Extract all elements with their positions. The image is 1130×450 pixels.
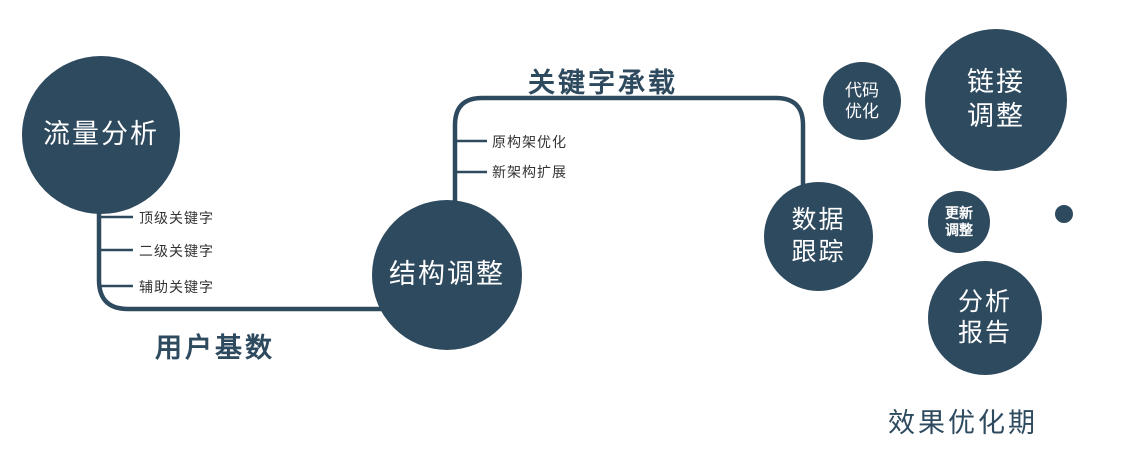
node-code-optimization-label: 代码 优化	[845, 80, 879, 121]
node-code-optimization: 代码 优化	[823, 62, 901, 140]
edge-label-user-base: 用户基数	[155, 333, 275, 363]
connector-user-base-path	[96, 180, 430, 312]
node-analysis-report: 分析 报告	[928, 261, 1042, 375]
tick-label-auxiliary-keywords: 辅助关键字	[139, 279, 214, 295]
node-data-tracking: 数据 跟踪	[764, 182, 873, 291]
node-structure-adjustment-label: 结构调整	[389, 259, 505, 290]
connector-keyword-carry-path	[452, 95, 806, 215]
node-link-adjustment: 链接 调整	[925, 29, 1067, 171]
node-analysis-report-label: 分析 报告	[957, 287, 1012, 347]
node-data-tracking-label: 数据 跟踪	[791, 206, 846, 266]
edge-label-keyword-carry: 关键字承载	[528, 68, 678, 98]
node-update-adjustment: 更新 调整	[928, 191, 990, 253]
tick-label-secondary-keywords: 二级关键字	[139, 243, 214, 259]
node-traffic-analysis: 流量分析	[22, 56, 180, 214]
tick-label-new-architecture: 新架构扩展	[492, 164, 567, 180]
node-structure-adjustment: 结构调整	[372, 200, 522, 350]
tick-label-top-keywords: 顶级关键字	[139, 210, 214, 226]
node-link-adjustment-label: 链接 调整	[967, 67, 1025, 131]
node-traffic-analysis-label: 流量分析	[43, 119, 159, 150]
node-update-adjustment-label: 更新 调整	[945, 204, 973, 239]
tick-label-original-architecture: 原构架优化	[492, 134, 567, 150]
bullet-dot	[1055, 205, 1073, 223]
footer-effect-optimization-label: 效果优化期	[888, 408, 1038, 438]
